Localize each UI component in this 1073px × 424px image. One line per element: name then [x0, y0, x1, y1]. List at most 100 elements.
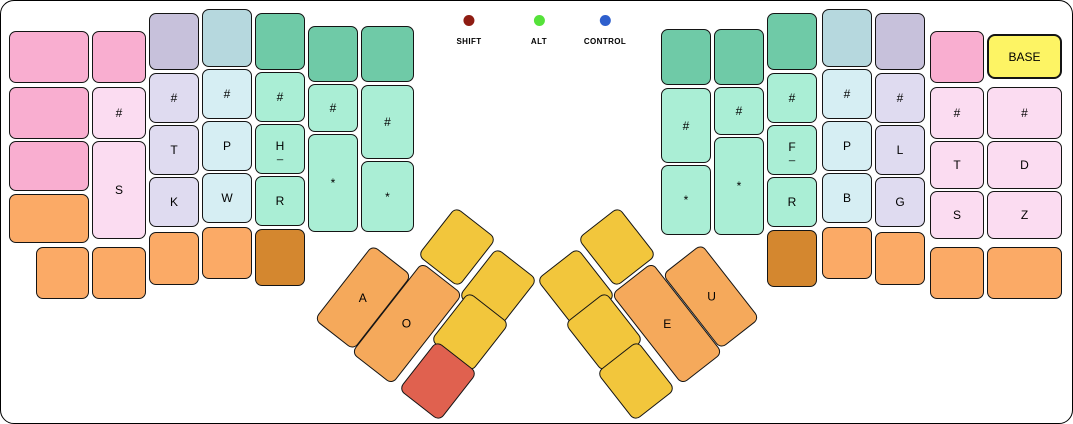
key-blank[interactable] [822, 9, 872, 67]
key-p[interactable]: P [822, 121, 872, 171]
key-hash[interactable]: # [930, 87, 984, 139]
key-base[interactable]: BASE [987, 34, 1062, 79]
key-star[interactable]: * [308, 134, 358, 232]
key-label: U [706, 289, 716, 304]
key-t[interactable]: T [149, 125, 199, 175]
alt-led-icon [533, 15, 545, 26]
led-label: ALT [530, 37, 548, 46]
key-label: Z [1020, 208, 1029, 222]
key-label: E [662, 316, 672, 331]
key-w[interactable]: W [202, 173, 252, 223]
indicator-shift: SHIFT [456, 15, 481, 46]
key-s[interactable]: S [930, 191, 984, 239]
key-blank[interactable] [202, 9, 252, 67]
key-blank[interactable] [930, 247, 984, 299]
key-blank[interactable] [714, 29, 764, 85]
key-star[interactable]: * [661, 165, 711, 235]
indicator-control: CONTROL [584, 15, 626, 46]
key-label: # [276, 90, 284, 104]
key-label: # [384, 115, 391, 129]
key-hash[interactable]: # [202, 69, 252, 119]
key-blank[interactable] [767, 230, 817, 287]
key-label: D [1020, 158, 1029, 172]
key-blank[interactable] [661, 29, 711, 85]
key-label: F [788, 140, 796, 154]
indicator-alt: ALT [531, 15, 547, 46]
key-blank[interactable] [36, 247, 89, 299]
key-hash[interactable]: # [361, 85, 414, 159]
key-blank[interactable] [255, 229, 305, 286]
key-star[interactable]: * [361, 161, 414, 232]
key-blank[interactable] [9, 31, 89, 83]
key-label: W [221, 191, 233, 205]
key-sublabel: _ [788, 150, 796, 162]
key-label: R [787, 195, 797, 209]
key-h[interactable]: H_ [255, 124, 305, 174]
key-label: B [842, 191, 851, 205]
key-hash[interactable]: # [255, 72, 305, 122]
key-s[interactable]: S [92, 141, 146, 239]
key-blank[interactable] [308, 26, 358, 82]
key-hash[interactable]: # [661, 88, 711, 163]
key-hash[interactable]: # [149, 73, 199, 123]
key-label: BASE [1008, 49, 1041, 64]
key-label: S [114, 183, 123, 197]
key-b[interactable]: B [822, 173, 872, 223]
key-blank[interactable] [149, 232, 199, 285]
key-label: # [223, 87, 231, 101]
key-k[interactable]: K [149, 177, 199, 227]
key-r[interactable]: R [767, 177, 817, 227]
key-blank[interactable] [930, 31, 984, 83]
key-p[interactable]: P [202, 121, 252, 171]
key-blank[interactable] [202, 227, 252, 279]
key-blank[interactable] [92, 31, 146, 83]
key-label: # [329, 101, 337, 115]
key-hash[interactable]: # [987, 87, 1062, 139]
key-label: * [683, 193, 689, 207]
key-blank[interactable] [255, 13, 305, 70]
led-label: CONTROL [583, 37, 627, 46]
key-t[interactable]: T [930, 141, 984, 189]
key-l[interactable]: L [875, 125, 925, 175]
key-label: P [842, 139, 851, 153]
key-label: H [275, 139, 285, 153]
key-hash[interactable]: # [822, 69, 872, 119]
key-blank[interactable] [822, 227, 872, 279]
key-blank[interactable] [767, 13, 817, 70]
key-star[interactable]: * [714, 137, 764, 235]
key-hash[interactable]: # [714, 87, 764, 135]
key-label: * [385, 189, 390, 204]
key-hash[interactable]: # [875, 73, 925, 123]
key-blank[interactable] [875, 232, 925, 285]
key-label: * [330, 176, 336, 190]
key-blank[interactable] [9, 87, 89, 139]
key-blank[interactable] [875, 13, 925, 70]
key-blank[interactable] [361, 26, 414, 82]
key-label: # [953, 106, 961, 120]
key-label: # [896, 91, 904, 105]
key-label: S [952, 208, 961, 222]
key-g[interactable]: G [875, 177, 925, 227]
led-label: SHIFT [456, 37, 482, 46]
key-label: # [1021, 106, 1028, 120]
key-hash[interactable]: # [767, 73, 817, 123]
key-hash[interactable]: # [92, 87, 146, 139]
key-blank[interactable] [9, 141, 89, 191]
key-z[interactable]: Z [987, 191, 1062, 239]
key-blank[interactable] [92, 247, 146, 299]
key-blank[interactable] [987, 247, 1062, 299]
key-r[interactable]: R [255, 176, 305, 226]
key-d[interactable]: D [987, 141, 1062, 189]
key-blank[interactable] [149, 13, 199, 70]
key-blank[interactable] [9, 194, 89, 243]
key-label: # [843, 87, 851, 101]
control-led-icon [599, 15, 611, 26]
key-label: # [115, 106, 123, 120]
key-label: L [896, 143, 904, 157]
shift-led-icon [463, 15, 475, 26]
key-sublabel: _ [276, 149, 284, 161]
key-f[interactable]: F_ [767, 125, 817, 175]
key-label: K [169, 195, 178, 209]
key-hash[interactable]: # [308, 84, 358, 132]
